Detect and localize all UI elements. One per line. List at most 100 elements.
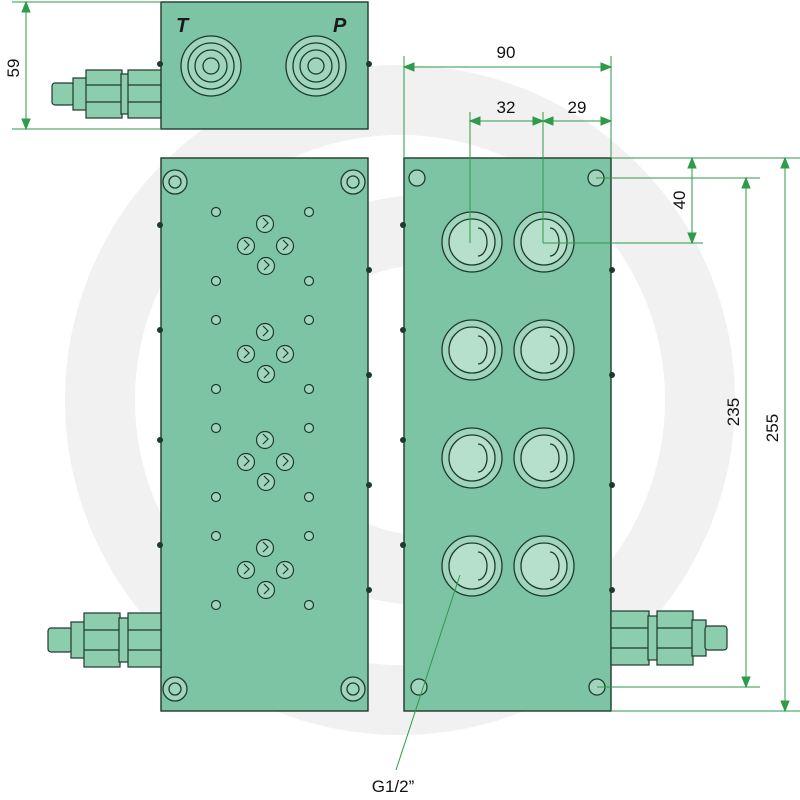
screw-icon (609, 482, 615, 488)
top-view: T P (51, 1, 372, 130)
valve-hole-icon (255, 430, 275, 450)
valve-hole-icon (255, 322, 275, 342)
valve-hole-icon (256, 256, 276, 276)
pin-hole-icon (303, 491, 315, 503)
pin-hole-icon (210, 383, 222, 395)
dim-label-29: 29 (568, 98, 587, 117)
pin-hole-icon (210, 530, 222, 542)
dim-label-255: 255 (763, 414, 782, 442)
dim-label-32: 32 (497, 98, 516, 117)
dim-label-235: 235 (724, 398, 743, 426)
port-icon (513, 427, 575, 489)
valve-hole-icon (236, 344, 256, 364)
port-icon (513, 535, 575, 597)
port-label-p: P (333, 15, 347, 37)
valve-hole-icon (275, 452, 295, 472)
dim-label-40: 40 (670, 191, 689, 210)
pin-hole-icon (303, 314, 315, 326)
screw-icon (157, 542, 163, 548)
valve-hole-mark (243, 563, 250, 575)
pin-hole-icon (210, 314, 222, 326)
valve-hole-mark (263, 259, 270, 271)
screw-icon (366, 372, 372, 378)
valve-hole-mark (263, 583, 270, 595)
valve-hole-icon (256, 472, 276, 492)
port-icon (513, 211, 575, 273)
screw-icon (400, 327, 406, 333)
valve-hole-icon (275, 344, 295, 364)
valve-hole-mark (263, 367, 270, 379)
port-icon (180, 35, 347, 97)
pin-hole-icon (210, 422, 222, 434)
valve-hole-icon (255, 538, 275, 558)
port-icon (441, 535, 503, 597)
screw-icon (366, 267, 372, 273)
pin-hole-icon (210, 599, 222, 611)
screw-icon (609, 372, 615, 378)
port-icon (441, 211, 575, 597)
thread-label: G1/2” (372, 777, 415, 796)
valve-hole-icon (256, 580, 276, 600)
side-screws (400, 222, 615, 593)
port-icon (441, 211, 503, 273)
screw-icon (400, 222, 406, 228)
dim-label-90: 90 (497, 43, 516, 62)
screw-icon (400, 437, 406, 443)
fitting-icon (47, 612, 162, 668)
port-icon (441, 319, 503, 381)
pin-hole-icon (210, 275, 222, 287)
valve-hole-icon (275, 560, 295, 580)
dimension-lines (395, 56, 800, 771)
pin-hole-icon (210, 491, 222, 503)
valve-hole-mark (243, 455, 250, 467)
port-icon (441, 427, 503, 489)
valve-hole-icon (236, 452, 256, 472)
right-view-body (403, 157, 612, 712)
valve-hole-icon (256, 364, 276, 384)
valve-hole-mark (243, 347, 250, 359)
fitting-icon (51, 69, 163, 119)
bolt-hole-icon (162, 169, 366, 702)
valve-hole-mark (262, 433, 269, 445)
screw-icon (157, 327, 163, 333)
left-view (47, 157, 372, 712)
valve-hole-mark (282, 239, 289, 251)
port-label-t: T (176, 15, 190, 37)
valve-hole-mark (282, 455, 289, 467)
side-screws (157, 222, 372, 593)
valve-hole-icon (236, 560, 256, 580)
valve-hole-mark (282, 347, 289, 359)
screw-icon (157, 437, 163, 443)
screw-icon (366, 482, 372, 488)
pin-hole-icon (303, 422, 315, 434)
valve-hole-mark (262, 541, 269, 553)
pin-hole-icon (303, 599, 315, 611)
pin-hole-icon (303, 275, 315, 287)
valve-hole-icon (236, 236, 256, 256)
screw-icon (157, 222, 163, 228)
dim-height-59 (12, 0, 160, 131)
screw-icon (609, 267, 615, 273)
valve-hole-mark (243, 239, 250, 251)
valve-hole-icon (255, 214, 275, 234)
screw-icon (366, 587, 372, 593)
valve-hole-mark (262, 325, 269, 337)
right-view (400, 157, 728, 712)
pin-hole-icon (303, 530, 315, 542)
pin-hole-icon (303, 206, 315, 218)
pin-hole-icon (303, 383, 315, 395)
dim-label-59: 59 (4, 59, 23, 78)
valve-interface-pattern (210, 206, 315, 611)
fitting-icon (610, 610, 728, 666)
valve-hole-mark (262, 217, 269, 229)
valve-hole-mark (263, 475, 270, 487)
valve-hole-icon (275, 236, 295, 256)
valve-hole-mark (282, 563, 289, 575)
port-icon (513, 319, 575, 381)
screw-icon (609, 587, 615, 593)
screw-icon (400, 542, 406, 548)
bolt-hole-icon (408, 169, 606, 696)
pin-hole-icon (210, 206, 222, 218)
